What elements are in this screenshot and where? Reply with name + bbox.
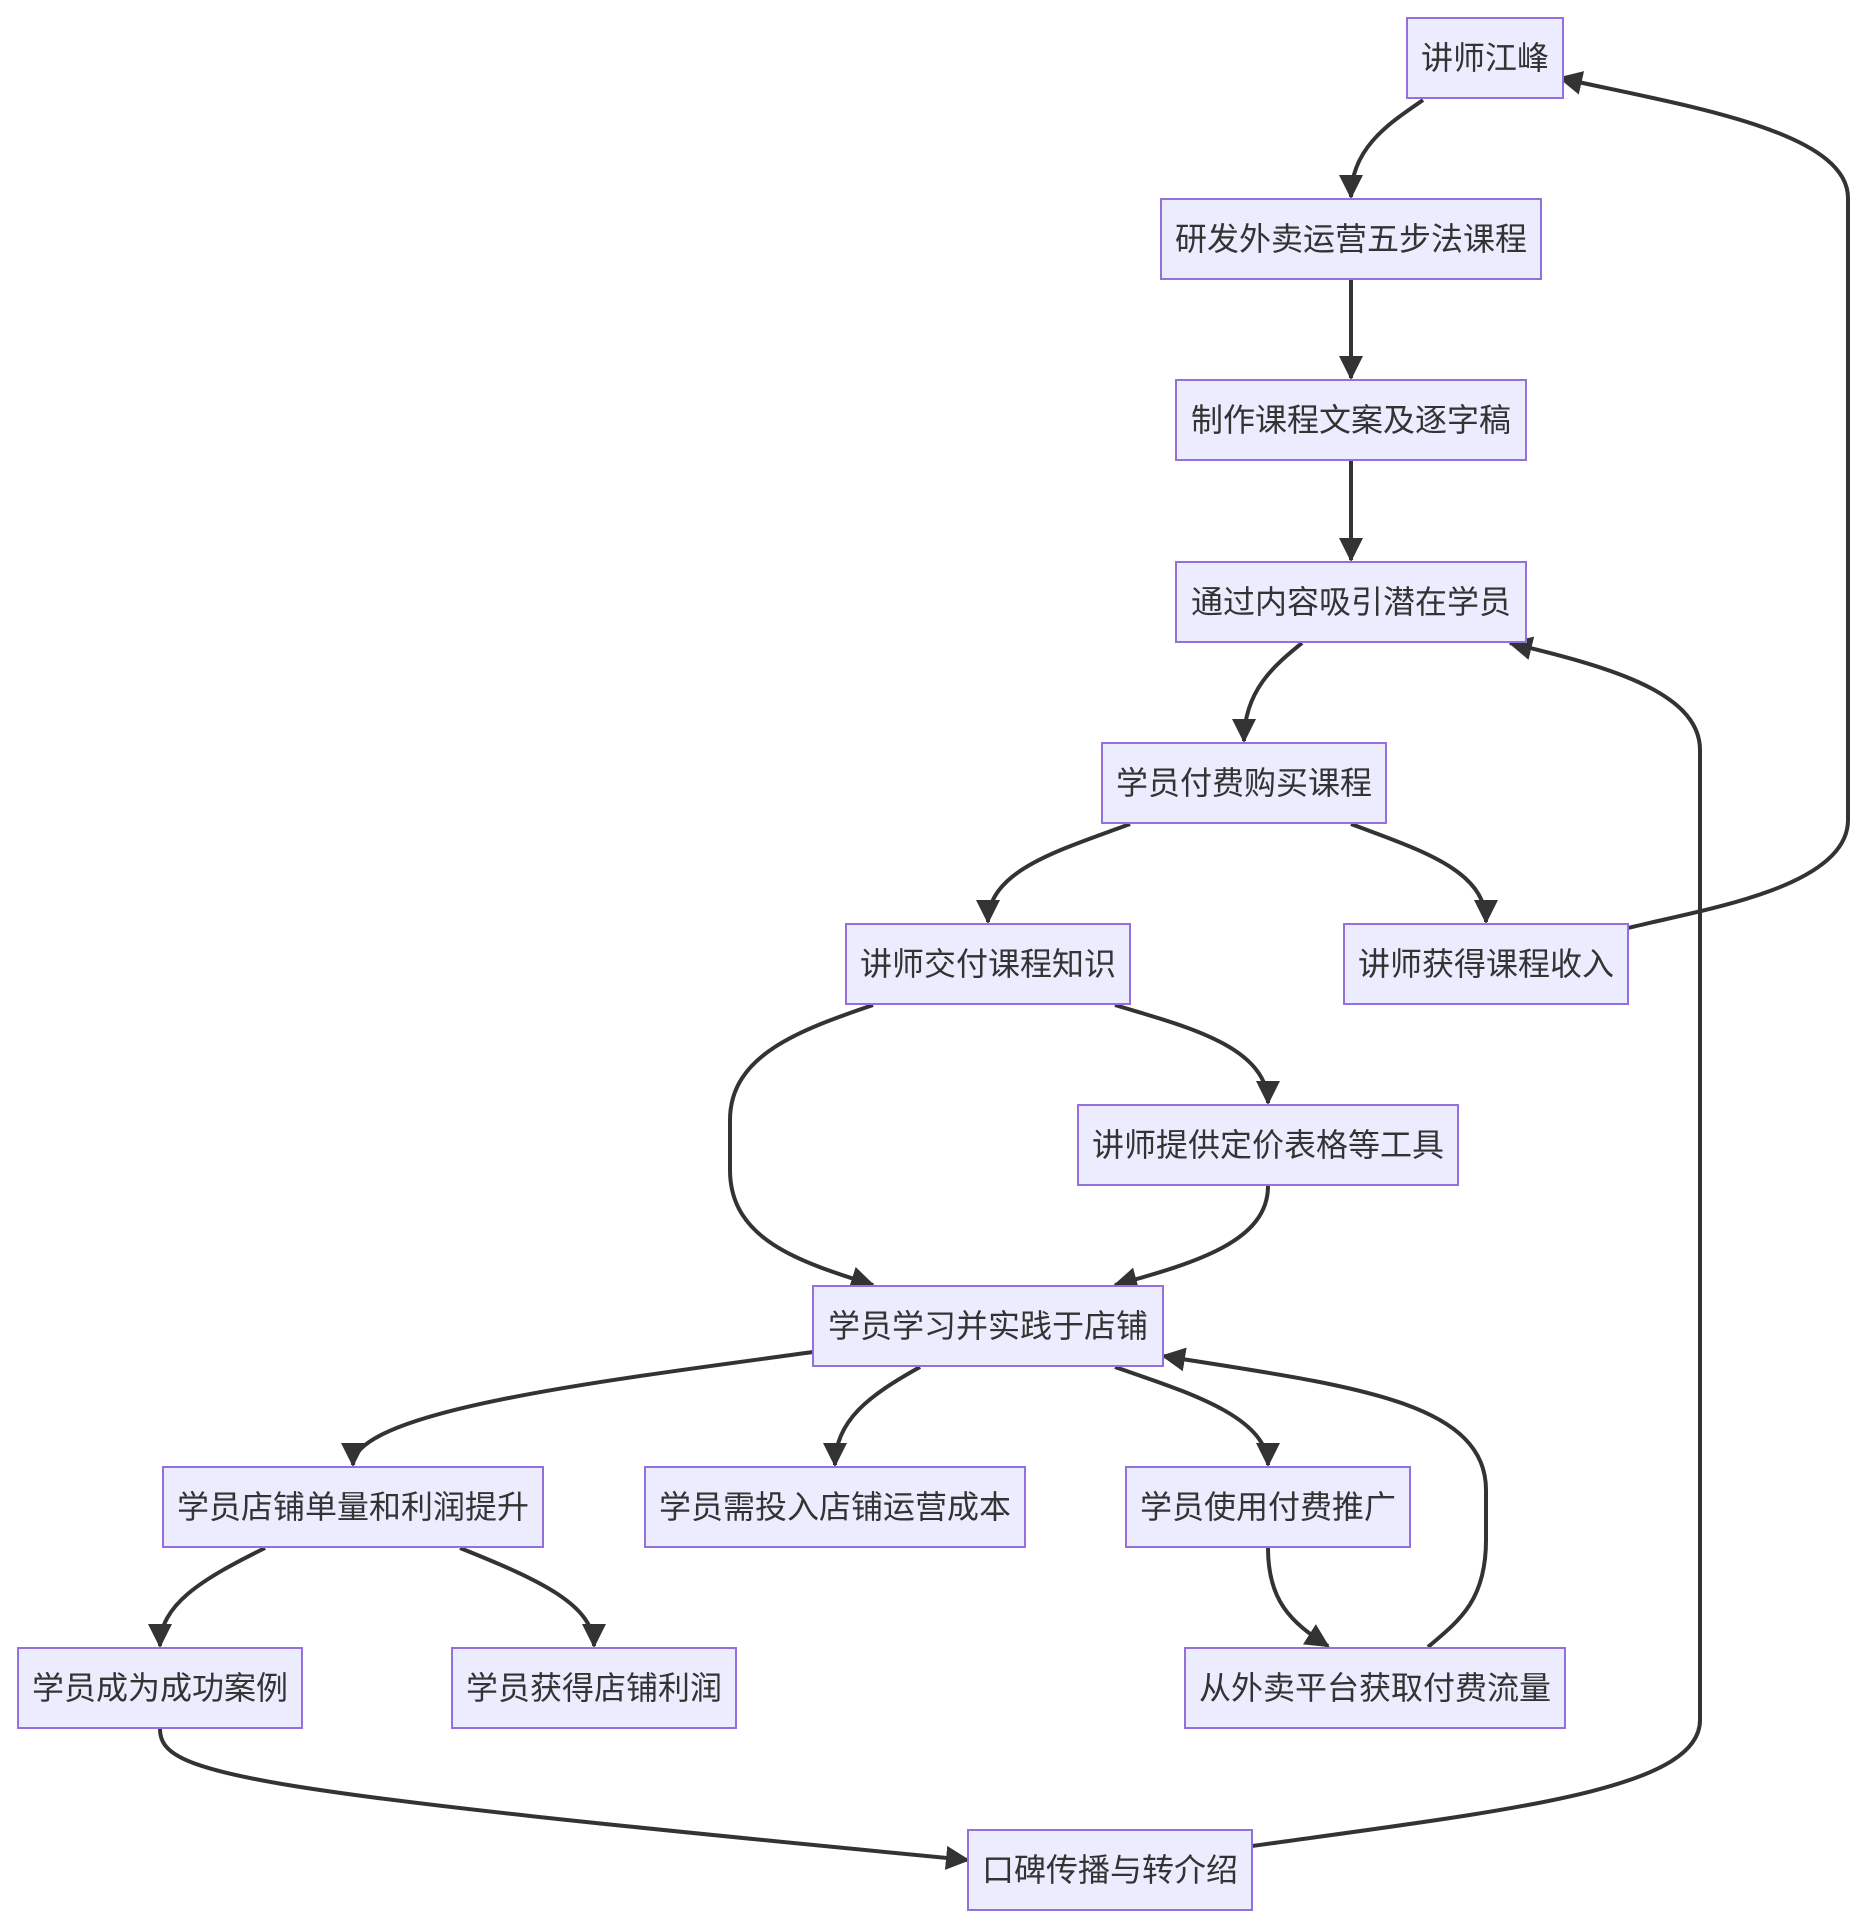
node-box (162, 1466, 544, 1548)
flow-node-n9: 学员学习并实践于店铺 (812, 1285, 1164, 1367)
node-label: 学员成为成功案例 (32, 1669, 288, 1707)
nodes-layer: 讲师江峰研发外卖运营五步法课程制作课程文案及逐字稿通过内容吸引潜在学员学员付费购… (17, 17, 1629, 1911)
edge-n7-to-n1 (1558, 71, 1850, 930)
flow-node-n3: 制作课程文案及逐字稿 (1175, 379, 1527, 461)
node-label: 通过内容吸引潜在学员 (1191, 583, 1511, 621)
edge-n4-to-n5 (1232, 641, 1304, 743)
edge-n8-to-n9 (1113, 1185, 1270, 1291)
edge-n16-to-n4 (1251, 636, 1702, 1848)
node-box (1406, 17, 1564, 99)
flow-node-n16: 口碑传播与转介绍 (967, 1829, 1253, 1911)
edge-n9-to-n12 (1114, 1365, 1280, 1467)
flow-node-n15: 从外卖平台获取付费流量 (1184, 1647, 1566, 1729)
flow-node-n6: 讲师交付课程知识 (845, 923, 1131, 1005)
node-box (1125, 1466, 1411, 1548)
node-label: 讲师获得课程收入 (1358, 945, 1614, 983)
flow-node-n12: 学员使用付费推广 (1125, 1466, 1411, 1548)
node-box (812, 1285, 1164, 1367)
edge-n9-to-n10 (341, 1350, 814, 1467)
node-box (644, 1466, 1026, 1548)
edge-n1-to-n2 (1339, 98, 1425, 199)
edge-n15-to-n9 (1161, 1347, 1488, 1649)
node-box (845, 923, 1131, 1005)
node-label: 学员学习并实践于店铺 (828, 1307, 1148, 1345)
flow-node-n13: 学员成为成功案例 (17, 1647, 303, 1729)
edges-layer (148, 71, 1850, 1870)
flow-node-n2: 研发外卖运营五步法课程 (1160, 198, 1542, 280)
flow-node-n10: 学员店铺单量和利润提升 (162, 1466, 544, 1548)
node-label: 讲师江峰 (1421, 39, 1549, 77)
node-label: 研发外卖运营五步法课程 (1175, 220, 1527, 258)
node-box (1160, 198, 1542, 280)
edge-n5-to-n6 (976, 822, 1131, 924)
flow-node-n11: 学员需投入店铺运营成本 (644, 1466, 1026, 1548)
flow-node-n7: 讲师获得课程收入 (1343, 923, 1629, 1005)
flow-node-n4: 通过内容吸引潜在学员 (1175, 561, 1527, 643)
edge-n10-to-n14 (459, 1546, 606, 1648)
node-label: 学员使用付费推广 (1140, 1488, 1396, 1526)
node-label: 讲师提供定价表格等工具 (1092, 1126, 1444, 1164)
node-label: 学员店铺单量和利润提升 (177, 1488, 529, 1526)
node-box (1175, 561, 1527, 643)
edge-n6-to-n8 (1114, 1003, 1280, 1105)
node-box (451, 1647, 737, 1729)
node-label: 口碑传播与转介绍 (982, 1851, 1238, 1889)
node-box (1343, 923, 1629, 1005)
flow-node-n14: 学员获得店铺利润 (451, 1647, 737, 1729)
node-label: 学员需投入店铺运营成本 (659, 1488, 1011, 1526)
edge-n6-to-n9 (728, 1003, 875, 1290)
edge-n9-to-n11 (823, 1365, 921, 1467)
flow-node-n1: 讲师江峰 (1406, 17, 1564, 99)
node-label: 从外卖平台获取付费流量 (1199, 1669, 1551, 1707)
node-box (1184, 1647, 1566, 1729)
node-label: 制作课程文案及逐字稿 (1191, 401, 1511, 439)
edge-n10-to-n13 (148, 1546, 266, 1648)
node-label: 学员付费购买课程 (1116, 764, 1372, 802)
flow-node-n8: 讲师提供定价表格等工具 (1077, 1104, 1459, 1186)
edge-n13-to-n16 (158, 1728, 970, 1870)
node-box (967, 1829, 1253, 1911)
node-box (1175, 379, 1527, 461)
edge-n12-to-n15 (1266, 1547, 1330, 1648)
flow-node-n5: 学员付费购买课程 (1101, 742, 1387, 824)
node-box (1077, 1104, 1459, 1186)
node-label: 学员获得店铺利润 (466, 1669, 722, 1707)
node-label: 讲师交付课程知识 (860, 945, 1116, 983)
edge-n5-to-n7 (1350, 822, 1498, 924)
node-box (17, 1647, 303, 1729)
node-box (1101, 742, 1387, 824)
